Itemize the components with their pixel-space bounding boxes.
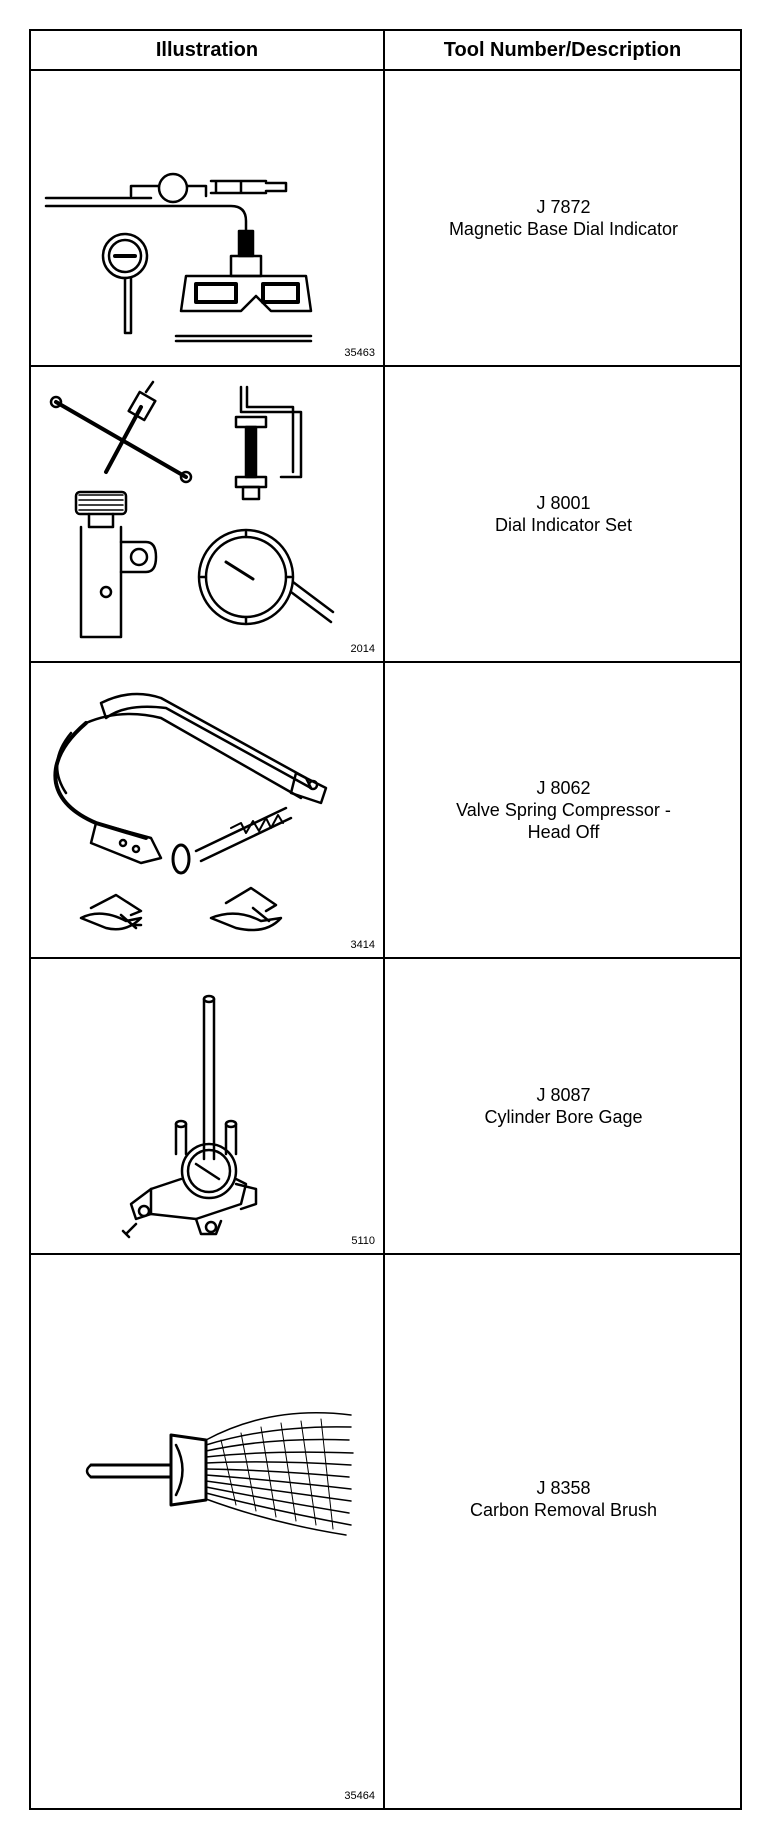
tool-description-header: Tool Number/Description	[443, 39, 682, 61]
table-header: Illustration Tool Number/Description	[31, 31, 740, 71]
column-divider	[383, 31, 385, 1808]
tool-description: Cylinder Bore Gage	[484, 1107, 643, 1127]
figure-number: 2014	[350, 643, 375, 655]
illustration-cell: 35464	[31, 1255, 383, 1808]
tool-number: J 8087	[536, 1085, 591, 1105]
description-cell: J 7872 Magnetic Base Dial Indicator	[385, 71, 742, 365]
tool-table: Illustration Tool Number/Description	[29, 29, 742, 1810]
description-cell: J 8001 Dial Indicator Set	[385, 367, 742, 661]
tool-description: Magnetic Base Dial Indicator	[448, 219, 679, 239]
figure-number: 5110	[351, 1235, 375, 1247]
dial-indicator-set-icon	[49, 380, 335, 639]
illustration-cell: 3414	[31, 663, 383, 957]
description-cell: J 8087 Cylinder Bore Gage	[385, 959, 742, 1253]
tool-number: J 7872	[536, 197, 591, 217]
magnetic-base-dial-indicator-icon	[44, 172, 313, 343]
table-row: 2014 J 8001 Dial Indicator Set	[31, 367, 740, 663]
figure-number: 35463	[344, 347, 375, 359]
description-cell: J 8062 Valve Spring Compressor - Head Of…	[385, 663, 742, 957]
cylinder-bore-gage-icon	[121, 994, 258, 1239]
description-cell: J 8358 Carbon Removal Brush	[385, 1255, 742, 1808]
tool-description: Dial Indicator Set	[494, 515, 633, 535]
figure-number: 35464	[344, 1790, 375, 1802]
carbon-removal-brush-icon	[85, 1412, 354, 1536]
illustration-cell: 35463	[31, 71, 383, 365]
illustration-cell: 2014	[31, 367, 383, 661]
valve-spring-compressor-icon	[53, 692, 328, 932]
table-row: 5110 J 8087 Cylinder Bore Gage	[31, 959, 740, 1255]
tool-number: J 8001	[536, 493, 591, 513]
tool-number: J 8358	[536, 1478, 591, 1498]
figure-number: 3414	[350, 939, 375, 951]
illustration-cell: 5110	[31, 959, 383, 1253]
tool-description: Carbon Removal Brush	[469, 1500, 658, 1520]
illustration-header: Illustration	[155, 39, 259, 61]
tool-number: J 8062	[536, 778, 591, 798]
table-row: 35463 J 7872 Magnetic Base Dial Indicato…	[31, 71, 740, 367]
table-row: 35464 J 8358 Carbon Removal Brush	[31, 1255, 740, 1808]
table-row: 3414 J 8062 Valve Spring Compressor - He…	[31, 663, 740, 959]
tool-description: Valve Spring Compressor - Head Off	[456, 800, 671, 842]
